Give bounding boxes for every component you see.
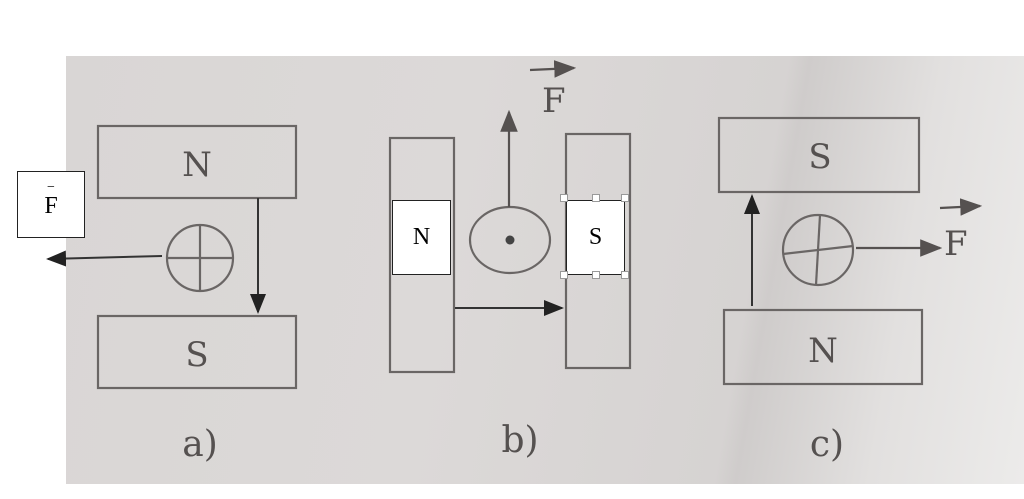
magnet-c-top-label: S bbox=[808, 137, 831, 177]
magnet-c-top bbox=[717, 116, 921, 194]
diagram-c: S N F c) bbox=[717, 116, 983, 465]
diagram-photo bbox=[66, 56, 1024, 484]
magnet-b-left-label-box[interactable]: N bbox=[392, 200, 451, 275]
magnet-b-left-label: N bbox=[412, 224, 431, 250]
magnet-a-top-label: N bbox=[182, 145, 212, 185]
current-out-of-page-icon bbox=[468, 205, 552, 275]
caption-b: b) bbox=[501, 420, 538, 461]
magnet-c-bottom bbox=[722, 308, 924, 386]
caption-a: a) bbox=[182, 424, 218, 465]
force-label-c: F bbox=[944, 224, 968, 264]
diagram-b: F b) bbox=[388, 60, 632, 461]
resize-handle-se[interactable] bbox=[621, 271, 629, 279]
force-arrow-a bbox=[46, 250, 163, 267]
current-into-page-icon-c bbox=[781, 213, 855, 287]
magnet-b-right-label-box[interactable]: S bbox=[566, 200, 625, 275]
force-vector-mark-b bbox=[529, 60, 577, 78]
resize-handle-nw[interactable] bbox=[560, 194, 568, 202]
magnet-a-top bbox=[96, 124, 298, 200]
magnet-a-bottom-label: S bbox=[185, 335, 208, 375]
magnet-c-bottom-label: N bbox=[808, 331, 838, 371]
resize-handle-ne[interactable] bbox=[621, 194, 629, 202]
resize-handle-n[interactable] bbox=[592, 194, 600, 202]
magnet-b-right-label: S bbox=[588, 224, 603, 250]
current-into-page-icon bbox=[165, 223, 235, 293]
force-vector-mark-c bbox=[939, 198, 983, 216]
force-label-b: F bbox=[542, 81, 566, 121]
caption-c: c) bbox=[810, 424, 844, 465]
force-label-a: F bbox=[44, 193, 58, 219]
resize-handle-s[interactable] bbox=[592, 271, 600, 279]
diagram-a: N S a) bbox=[46, 124, 298, 465]
resize-handle-sw[interactable] bbox=[560, 271, 568, 279]
magnet-b-left bbox=[388, 136, 456, 374]
magnet-a-bottom bbox=[96, 314, 298, 390]
vector-bar-icon: − bbox=[47, 180, 55, 195]
force-label-box-a[interactable]: − F bbox=[17, 171, 85, 238]
